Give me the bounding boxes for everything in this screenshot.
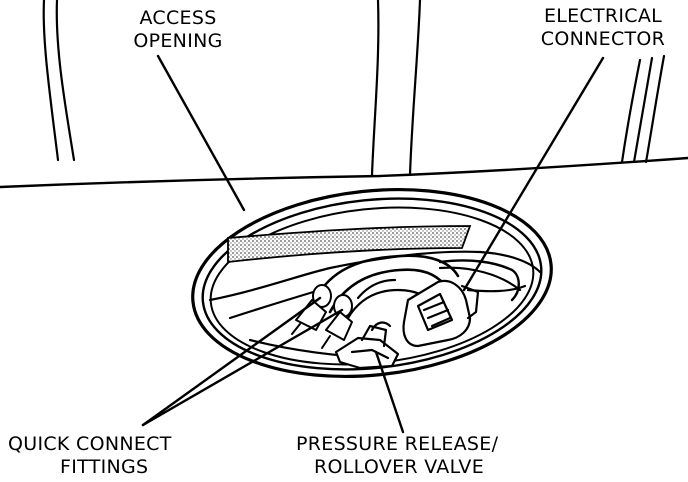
electrical-connector-graphic xyxy=(402,279,480,348)
rollover-valve-leader xyxy=(374,350,405,434)
quick-connect-leader-1 xyxy=(141,296,322,427)
electrical-connector-leader xyxy=(462,56,605,292)
tank-strap xyxy=(227,225,472,264)
quick-connect-fittings-label-line-1: QUICK CONNECT xyxy=(8,433,172,455)
floor-line xyxy=(0,156,688,189)
pressure-release-valve-label-line-1: PRESSURE RELEASE/ xyxy=(296,433,499,455)
electrical-connector-label: ELECTRICAL CONNECTOR xyxy=(522,5,684,51)
access-opening-leader xyxy=(156,54,246,212)
access-opening-label-line-1: ACCESS xyxy=(139,7,217,29)
pressure-release-valve-label-line-2: ROLLOVER VALVE xyxy=(314,456,484,478)
electrical-connector-label-line-1: ELECTRICAL xyxy=(543,5,663,27)
background-wall-lines xyxy=(42,0,666,177)
quick-connect-fittings-label: QUICK CONNECT FITTINGS xyxy=(8,433,188,479)
rollover-valve-graphic xyxy=(334,321,400,370)
quick-connect-fittings-graphic xyxy=(291,284,353,349)
access-opening-label: ACCESS OPENING xyxy=(108,7,248,53)
electrical-connector-label-line-2: CONNECTOR xyxy=(540,28,666,50)
access-opening-label-line-2: OPENING xyxy=(133,30,223,52)
leader-lines xyxy=(141,54,605,434)
pressure-release-valve-label: PRESSURE RELEASE/ ROLLOVER VALVE xyxy=(296,433,516,479)
quick-connect-leader-2 xyxy=(141,308,344,427)
quick-connect-fittings-label-line-2: FITTINGS xyxy=(60,456,149,478)
